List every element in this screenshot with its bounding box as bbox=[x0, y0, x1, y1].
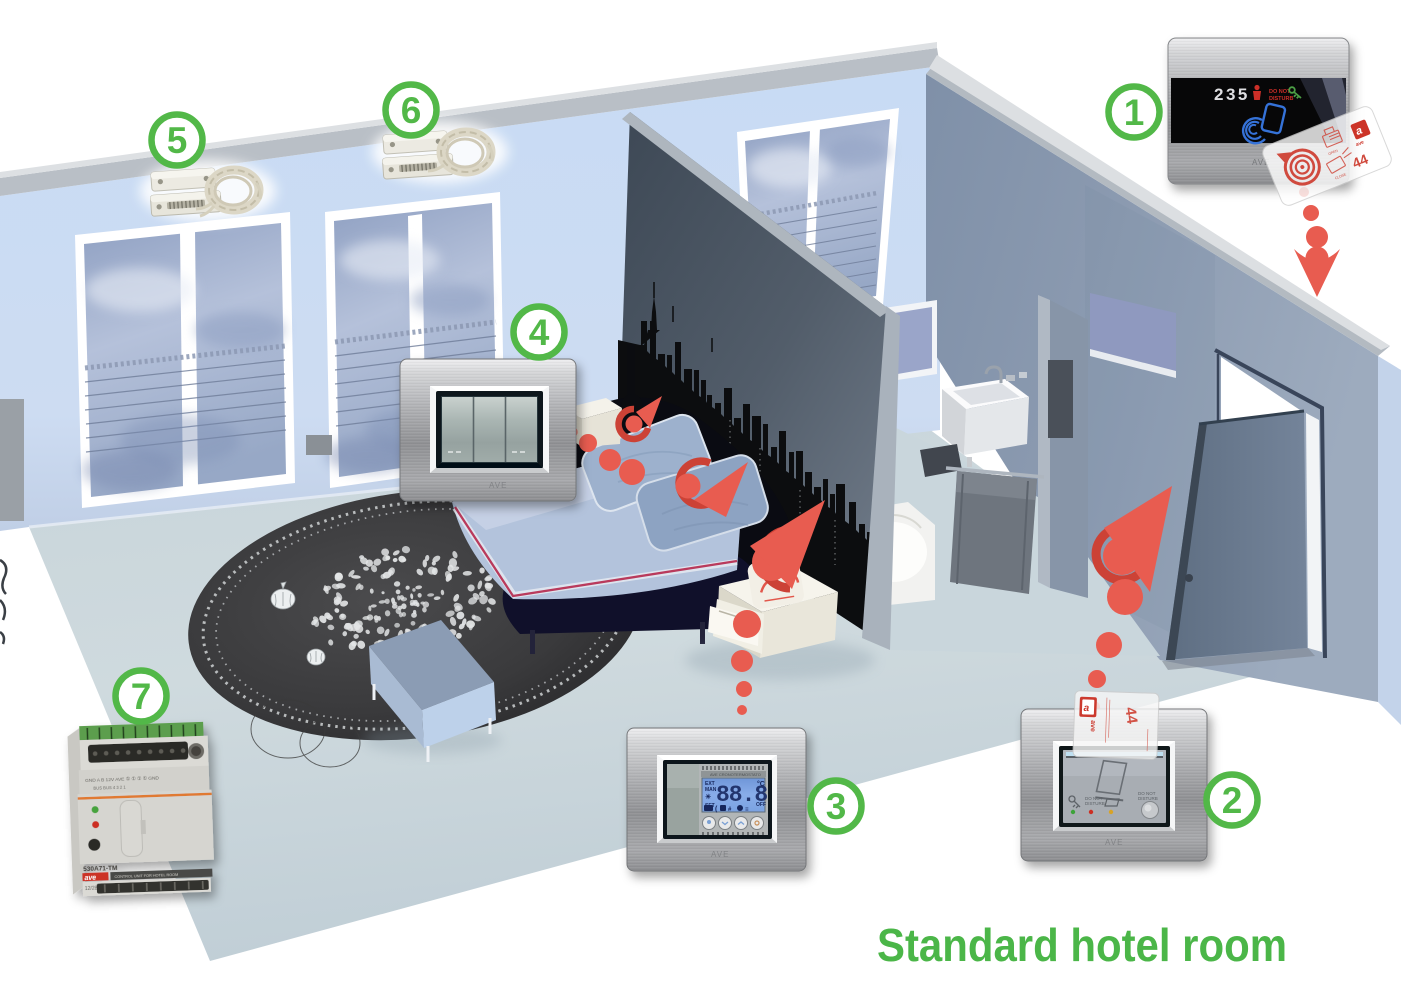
svg-text:CONTROL UNIT FOR HOTEL ROOM: CONTROL UNIT FOR HOTEL ROOM bbox=[114, 873, 178, 879]
svg-text:ave: ave bbox=[84, 875, 96, 882]
svg-text:DISTURB: DISTURB bbox=[1138, 796, 1158, 801]
svg-text:ave: ave bbox=[1355, 139, 1365, 148]
svg-text:44: 44 bbox=[1350, 151, 1371, 172]
svg-text:AVE: AVE bbox=[1105, 838, 1123, 847]
svg-text:ave: ave bbox=[1089, 720, 1096, 732]
svg-text:(: ( bbox=[715, 806, 718, 813]
svg-text:12/28: 12/28 bbox=[85, 886, 98, 892]
svg-text:235: 235 bbox=[1214, 85, 1250, 104]
svg-text:BUS BUS 4 3 2 1: BUS BUS 4 3 2 1 bbox=[93, 785, 126, 791]
svg-text:3: 3 bbox=[826, 786, 847, 827]
svg-text:1: 1 bbox=[1124, 92, 1145, 133]
svg-text:°C: °C bbox=[757, 780, 765, 788]
svg-text:AVE: AVE bbox=[711, 850, 729, 859]
svg-text:DISTURB: DISTURB bbox=[1269, 96, 1293, 102]
svg-text:DO NOT: DO NOT bbox=[1269, 89, 1291, 95]
svg-text:EXT: EXT bbox=[705, 781, 715, 787]
svg-text:AVE: AVE bbox=[1252, 158, 1270, 167]
svg-text:5: 5 bbox=[167, 120, 188, 161]
svg-text:Standard hotel room: Standard hotel room bbox=[877, 919, 1287, 971]
svg-text:GND A B 12V AVE ① ① ① ① GND: GND A B 12V AVE ① ① ① ① GND bbox=[85, 775, 160, 784]
svg-text:MAN: MAN bbox=[705, 787, 717, 793]
svg-text:44: 44 bbox=[1121, 706, 1140, 726]
svg-text:DO NOT: DO NOT bbox=[1138, 791, 1156, 796]
svg-text:7: 7 bbox=[131, 676, 152, 717]
svg-text:530A71-TM: 530A71-TM bbox=[83, 865, 118, 873]
svg-text:6: 6 bbox=[401, 90, 422, 131]
svg-text:OPEN: OPEN bbox=[1328, 149, 1339, 157]
svg-text:AVE CRONOTERMOSTATO: AVE CRONOTERMOSTATO bbox=[710, 772, 761, 777]
svg-text:AVE: AVE bbox=[489, 481, 507, 490]
svg-text:a: a bbox=[1083, 703, 1089, 714]
svg-text:88.8: 88.8 bbox=[716, 782, 767, 808]
svg-text:≡: ≡ bbox=[745, 807, 749, 813]
svg-text:2: 2 bbox=[1222, 780, 1243, 821]
svg-text:4: 4 bbox=[529, 312, 550, 353]
svg-text:DISTURB: DISTURB bbox=[1085, 801, 1105, 806]
svg-text:CLOSE: CLOSE bbox=[1334, 172, 1347, 180]
svg-text:DO NOT: DO NOT bbox=[1085, 796, 1103, 801]
svg-text:#: # bbox=[728, 807, 732, 813]
svg-text:OFF: OFF bbox=[756, 802, 766, 808]
svg-text:a: a bbox=[1354, 124, 1364, 137]
svg-text:☀: ☀ bbox=[705, 793, 711, 801]
